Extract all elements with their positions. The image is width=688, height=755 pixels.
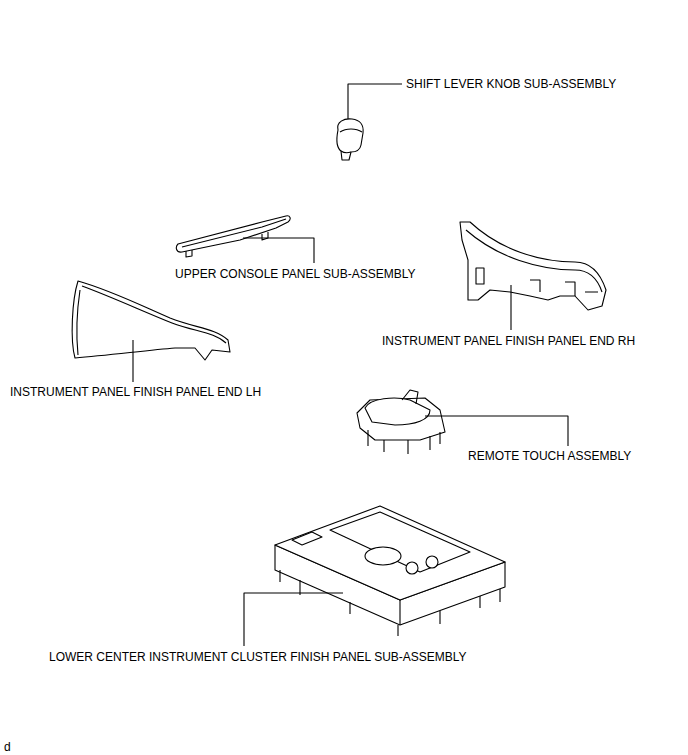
leader-line bbox=[244, 593, 343, 646]
finish-panel-end-lh bbox=[72, 281, 230, 360]
panel-detail bbox=[292, 512, 470, 625]
panel-detail bbox=[466, 230, 602, 296]
finish-panel-end-rh bbox=[460, 222, 606, 310]
knob-body bbox=[337, 119, 363, 160]
part-name: INSTRUMENT PANEL FINISH PANEL END LH bbox=[10, 385, 261, 399]
part-name: INSTRUMENT PANEL FINISH PANEL END RH bbox=[382, 334, 635, 348]
part-name: UPPER CONSOLE PANEL SUB-ASSEMBLY bbox=[175, 267, 416, 281]
remote-touch bbox=[357, 390, 445, 454]
part-name: REMOTE TOUCH ASSEMBLY bbox=[468, 449, 631, 463]
knob-detail bbox=[340, 129, 362, 153]
part-name: SHIFT LEVER KNOB SUB-ASSEMBLY bbox=[406, 77, 616, 91]
lower-center-panel bbox=[275, 506, 505, 636]
panel-knob bbox=[426, 556, 438, 568]
leader-line bbox=[510, 285, 511, 330]
part-name: LOWER CENTER INSTRUMENT CLUSTER FINISH P… bbox=[49, 650, 467, 664]
figure-code: d bbox=[4, 740, 11, 754]
leader-line bbox=[132, 340, 133, 382]
remote-top bbox=[365, 398, 430, 425]
panel-detail bbox=[77, 286, 226, 355]
leader-line bbox=[348, 84, 402, 119]
panel-knob bbox=[406, 562, 418, 574]
panel-top bbox=[275, 506, 505, 600]
remote-legs bbox=[368, 390, 440, 454]
shift-opening bbox=[365, 547, 401, 565]
leader-line bbox=[425, 416, 568, 446]
remote-base bbox=[357, 398, 445, 440]
panel-body bbox=[72, 281, 230, 360]
shift-knob bbox=[337, 119, 363, 160]
panel-body bbox=[460, 222, 606, 310]
leader-line bbox=[243, 238, 314, 263]
upper-console-panel bbox=[176, 216, 290, 257]
panel-legs bbox=[280, 570, 500, 636]
